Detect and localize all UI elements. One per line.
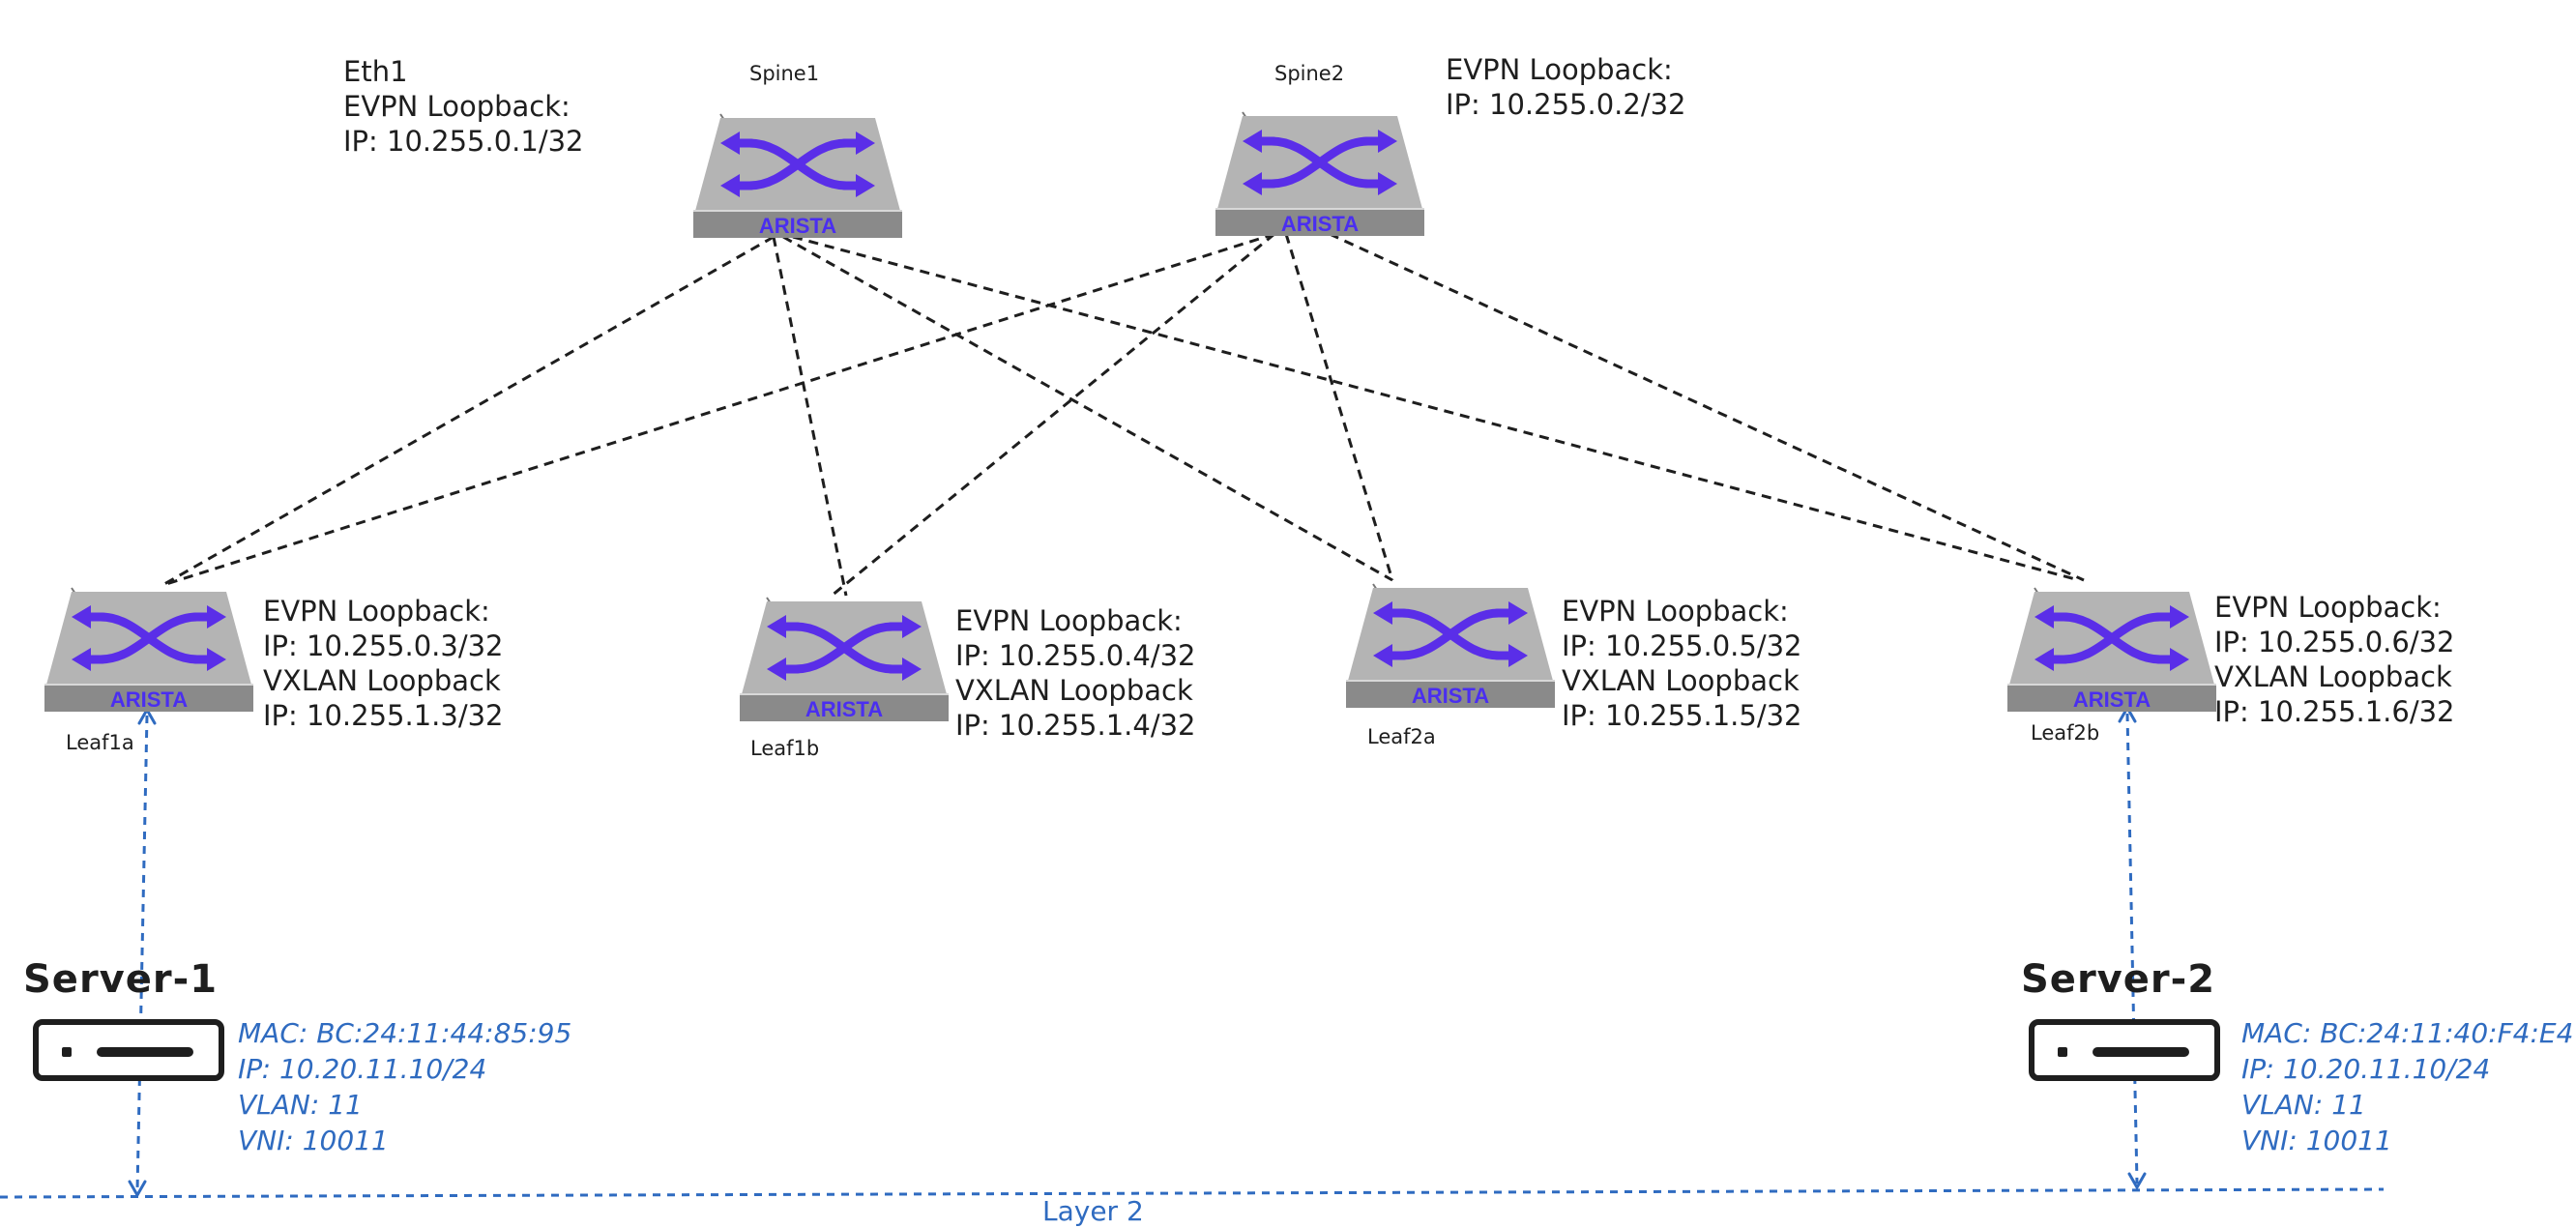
server2-icon [2029, 1019, 2220, 1081]
switch-front [740, 694, 949, 721]
leaf2b-info-line: IP: 10.255.1.6/32 [2214, 695, 2455, 728]
switch-arrows-icon [78, 612, 220, 664]
server-led-icon [2058, 1047, 2067, 1057]
switch-brand-text: ARISTA [1281, 212, 1359, 236]
switch-brand-text: ARISTA [805, 697, 883, 721]
spine2-info: EVPN Loopback: IP: 10.255.0.2/32 [1446, 52, 1686, 122]
link-spine2-leaf2a [1284, 233, 1394, 581]
layer2-segment [0, 1187, 2385, 1199]
switch-leaf1b: ARISTA [738, 590, 951, 725]
leaf2b-name: Leaf2b [2031, 721, 2100, 745]
leaf1b-info-line: IP: 10.255.0.4/32 [955, 639, 1196, 672]
spine2-info-line: IP: 10.255.0.2/32 [1446, 88, 1686, 121]
leaf1b-info-line: VXLAN Loopback [955, 674, 1193, 707]
leaf1a-info-line: IP: 10.255.0.3/32 [263, 629, 504, 662]
link-spine2-leaf1b [831, 232, 1275, 598]
link-spine1-leaf1a [163, 235, 775, 586]
server2-info-line: IP: 10.20.11.10/24 [2241, 1053, 2491, 1085]
leaf1b-name: Leaf1b [750, 737, 820, 760]
server2-info: MAC: BC:24:11:40:F4:E4 IP: 10.20.11.10/2… [2241, 1015, 2573, 1158]
server1-info: MAC: BC:24:11:44:85:95 IP: 10.20.11.10/2… [238, 1015, 571, 1158]
switch-leaf2a: ARISTA [1344, 576, 1557, 712]
leaf1b-info: EVPN Loopback: IP: 10.255.0.4/32 VXLAN L… [955, 603, 1196, 743]
switch-leaf1a: ARISTA [43, 580, 255, 716]
leaf1a-info-line: IP: 10.255.1.3/32 [263, 699, 504, 732]
server1-info-line: VNI: 10011 [238, 1125, 389, 1156]
leaf2a-info-line: EVPN Loopback: [1562, 595, 1789, 628]
switch-brand-text: ARISTA [759, 214, 836, 238]
server1-info-line: VLAN: 11 [238, 1089, 363, 1121]
switch-front [2007, 685, 2216, 712]
switch-front [1215, 209, 1424, 236]
leaf2a-name: Leaf2a [1367, 725, 1436, 748]
server1-info-line: IP: 10.20.11.10/24 [238, 1053, 487, 1085]
server2-info-line: VLAN: 11 [2241, 1089, 2366, 1121]
switch-arrows-icon [1249, 136, 1390, 189]
switch-front [1346, 681, 1555, 708]
server2-title: Server-2 [2021, 957, 2216, 1002]
link-leaf1a-server1 [135, 715, 149, 1192]
link-leaf2b-server2 [2125, 713, 2139, 1184]
arrow-down-server1 [128, 1180, 147, 1199]
leaf1b-info-line: IP: 10.255.1.4/32 [955, 709, 1196, 742]
link-spine1-leaf2a [782, 235, 1393, 582]
leaf2a-info: EVPN Loopback: IP: 10.255.0.5/32 VXLAN L… [1562, 594, 1802, 733]
switch-brand-text: ARISTA [2073, 687, 2151, 712]
server-drive-slot-icon [97, 1047, 193, 1057]
leaf2b-info-line: VXLAN Loopback [2214, 660, 2452, 693]
switch-brand-text: ARISTA [1412, 684, 1489, 708]
server2-info-line: VNI: 10011 [2241, 1125, 2392, 1156]
spine1-info-line: EVPN Loopback: [343, 90, 571, 123]
arrow-down-server2 [2127, 1172, 2147, 1191]
link-spine1-leaf2b [792, 235, 2080, 582]
server1-info-line: MAC: BC:24:11:44:85:95 [238, 1017, 572, 1049]
server1-title: Server-1 [23, 957, 219, 1002]
link-spine1-leaf1b [772, 236, 848, 597]
leaf2b-info-line: EVPN Loopback: [2214, 591, 2442, 624]
spine1-name: Spine1 [749, 62, 820, 85]
server1-icon [33, 1019, 224, 1081]
spine2-info-line: EVPN Loopback: [1446, 53, 1673, 86]
leaf1b-info-line: EVPN Loopback: [955, 604, 1183, 637]
switch-front [44, 685, 253, 712]
spine2-name: Spine2 [1274, 62, 1345, 85]
leaf1a-info-line: EVPN Loopback: [263, 595, 490, 628]
server2-info-line: MAC: BC:24:11:40:F4:E4 [2241, 1017, 2574, 1049]
spine1-info-line: Eth1 [343, 55, 408, 88]
layer2-label: Layer 2 [1042, 1195, 1144, 1227]
leaf2b-info-line: IP: 10.255.0.6/32 [2214, 626, 2455, 658]
leaf2a-info-line: IP: 10.255.1.5/32 [1562, 699, 1802, 732]
leaf2a-info-line: VXLAN Loopback [1562, 664, 1800, 697]
link-spine2-leaf1a [165, 232, 1275, 586]
spine1-info: Eth1 EVPN Loopback: IP: 10.255.0.1/32 [343, 54, 584, 159]
switch-front [693, 211, 902, 238]
switch-leaf2b: ARISTA [2005, 580, 2218, 716]
leaf1a-info: EVPN Loopback: IP: 10.255.0.3/32 VXLAN L… [263, 594, 504, 733]
link-spine2-leaf2b [1329, 232, 2085, 582]
switch-brand-text: ARISTA [110, 687, 188, 712]
leaf2a-info-line: IP: 10.255.0.5/32 [1562, 629, 1802, 662]
layer2-links [0, 713, 2385, 1199]
server-led-icon [62, 1047, 72, 1057]
server-drive-slot-icon [2093, 1047, 2189, 1057]
switch-spine1: ARISTA [691, 106, 904, 242]
leaf1a-info-line: VXLAN Loopback [263, 664, 501, 697]
fabric-links [163, 232, 2085, 598]
leaf2b-info: EVPN Loopback: IP: 10.255.0.6/32 VXLAN L… [2214, 590, 2455, 729]
switch-spine2: ARISTA [1214, 104, 1426, 240]
spine1-info-line: IP: 10.255.0.1/32 [343, 125, 584, 158]
leaf1a-name: Leaf1a [66, 731, 134, 754]
